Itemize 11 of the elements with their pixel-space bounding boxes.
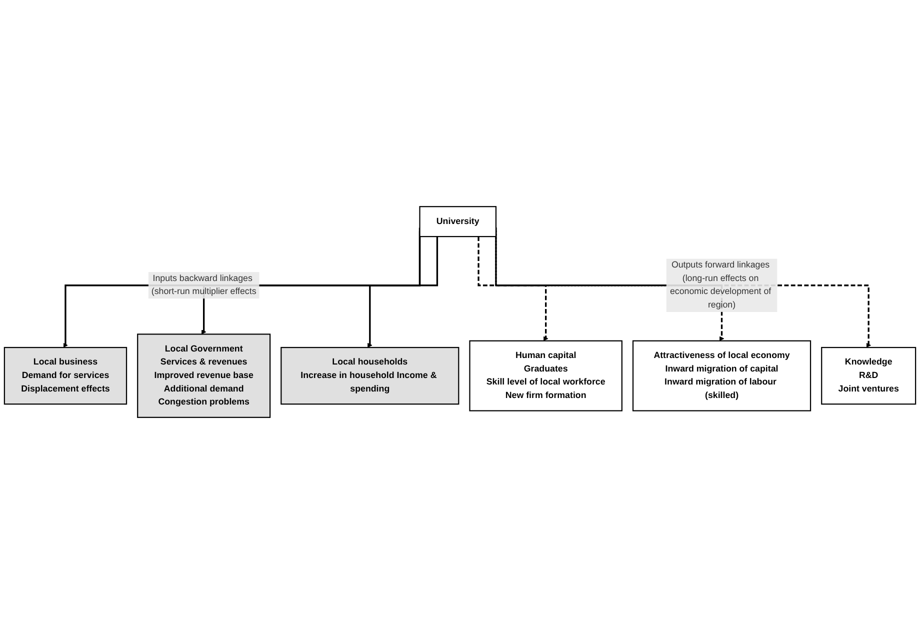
node-box: University	[419, 206, 497, 238]
arrow	[367, 236, 438, 348]
node-box: Knowledge R&D Joint ventures	[821, 346, 916, 405]
node-box: Local households Increase in household Income & spending	[280, 346, 460, 405]
node-box: Attractiveness of local economy Inward migration of capital Inward migration of labour (skilled)	[632, 340, 812, 412]
node-box: Local Government Services & revenues Improved revenue base Additional demand Congestion problems	[137, 334, 271, 418]
node-box: Human capital Graduates Skill level of local workforce New firm formation	[469, 340, 622, 412]
arrow	[478, 236, 548, 342]
node-box: Local business Demand for services Displacement effects	[4, 346, 128, 405]
edge-label: Outputs forward linkages (long-run effects on economic development of region)	[670, 260, 772, 310]
edge-label: Inputs backward linkages (short-run multiplier effects	[151, 274, 256, 296]
